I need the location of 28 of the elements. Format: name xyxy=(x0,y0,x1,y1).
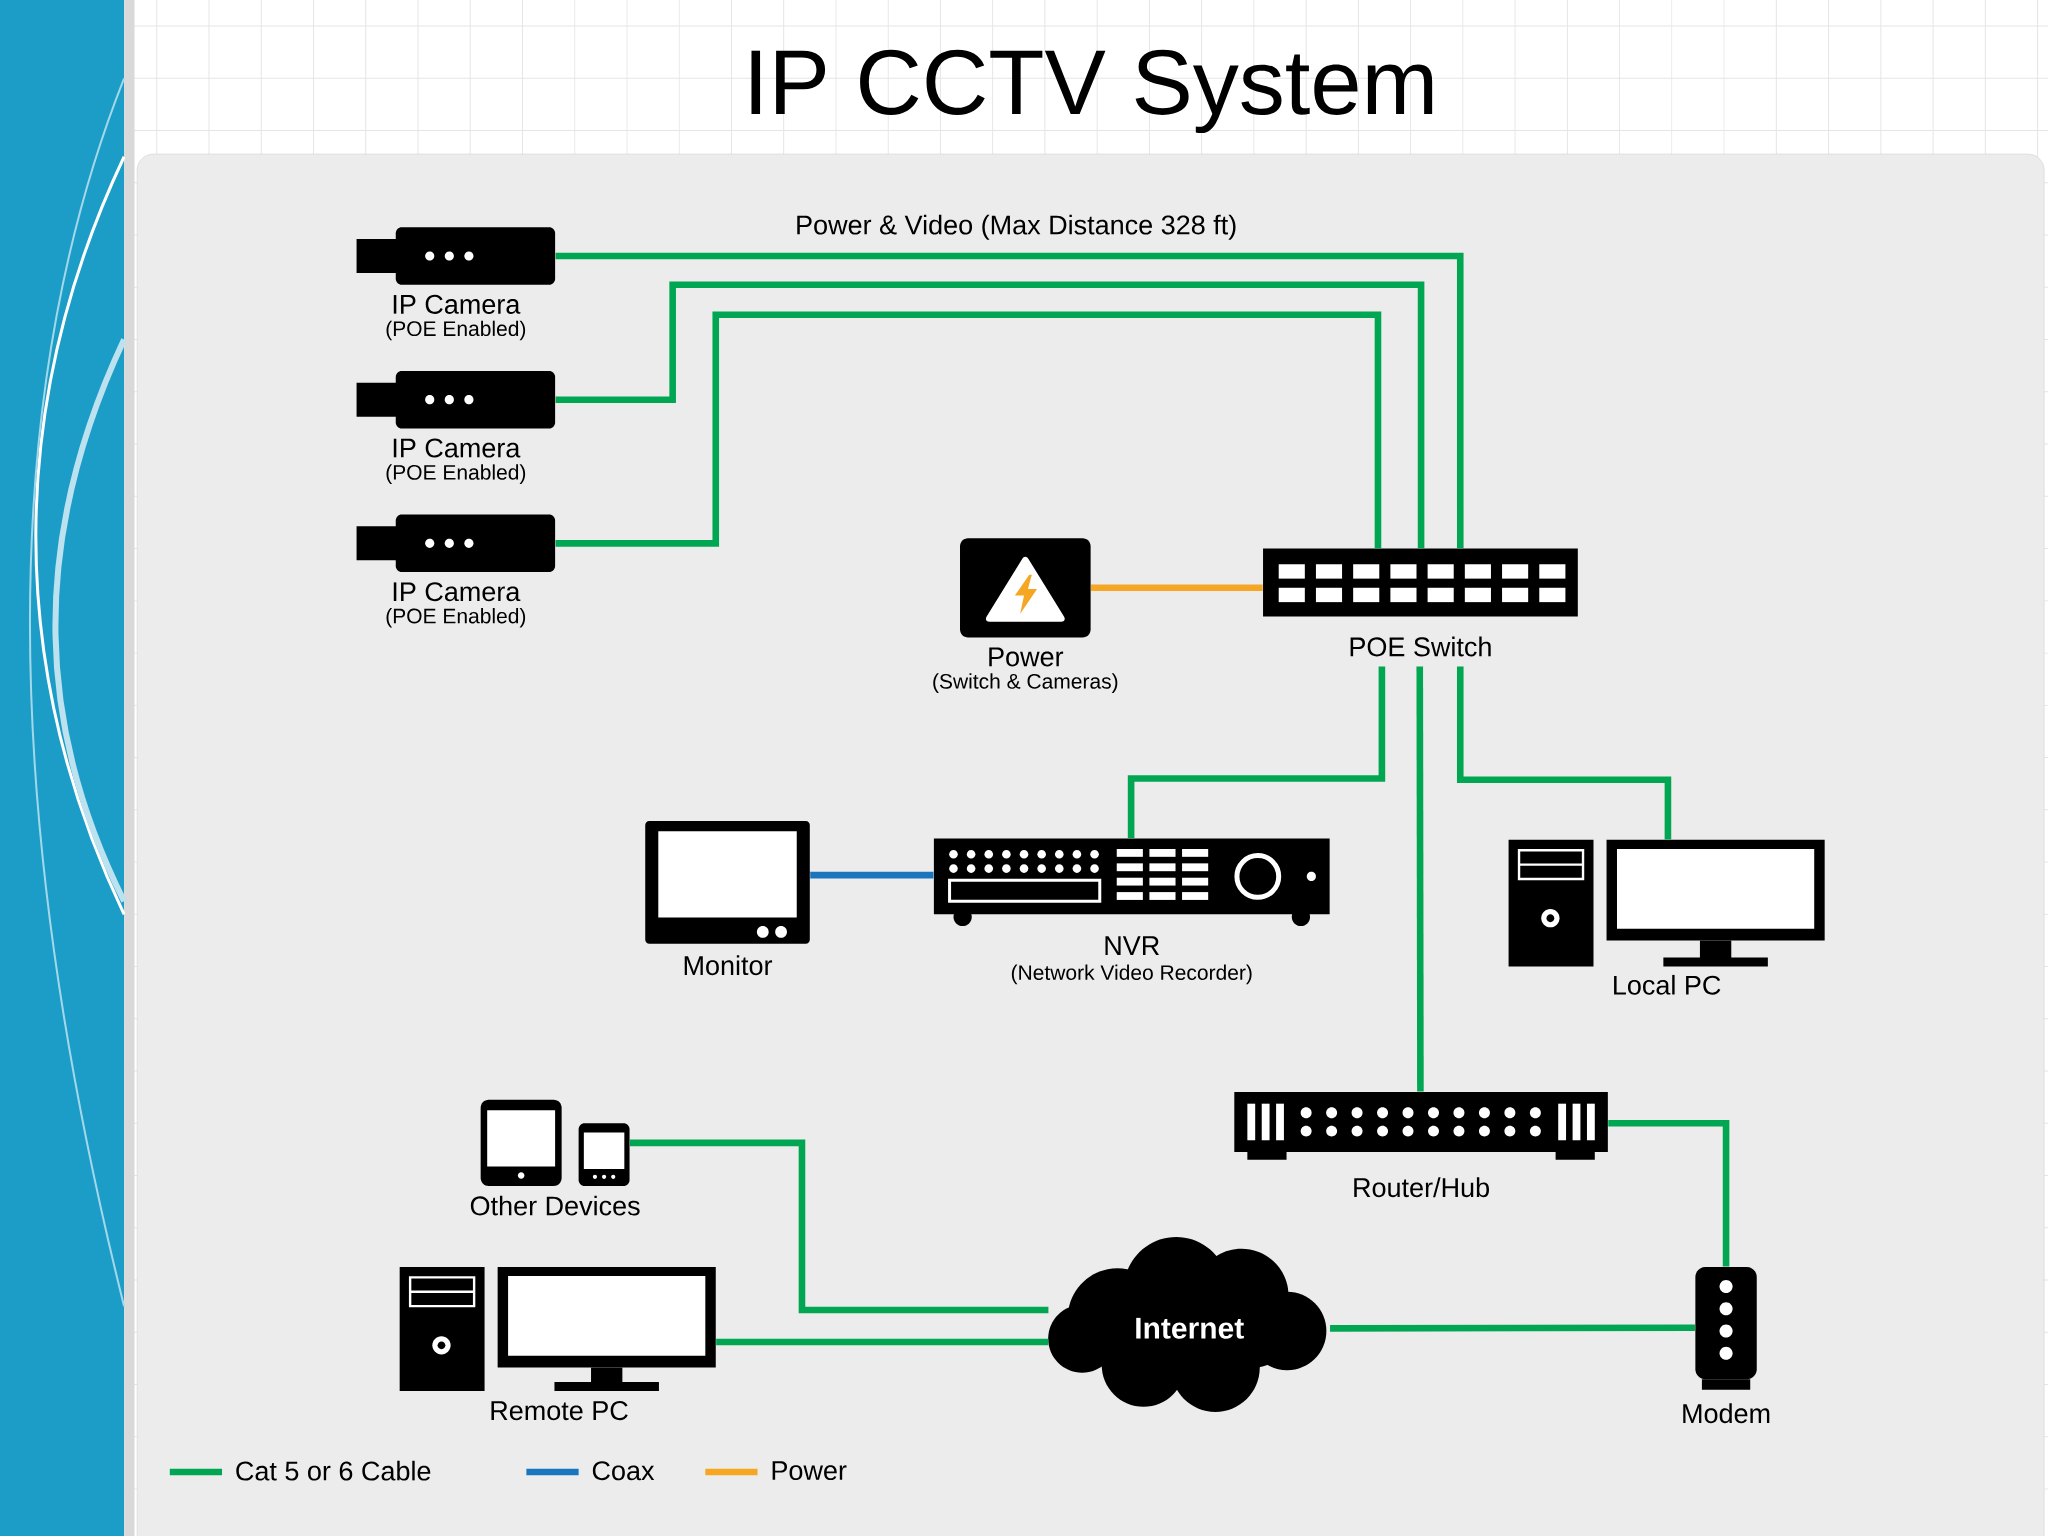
node-label: Other Devices xyxy=(470,1195,640,1216)
node-label: Local PC xyxy=(1614,974,1721,995)
cable-line xyxy=(1456,666,1672,840)
node-label: IP Camera xyxy=(393,582,521,602)
cable-line xyxy=(1127,666,1386,839)
cable-line xyxy=(1416,666,1424,1092)
edge-label: Power & Video (Max Distance 328 ft) xyxy=(793,212,1240,242)
node-label: (Switch & Cameras) xyxy=(933,673,1118,693)
cable-line xyxy=(629,1139,1049,1314)
cable-line xyxy=(555,311,1382,549)
node-label: IP Camera xyxy=(393,438,521,458)
node-label: Modem xyxy=(1683,1403,1770,1424)
node-label: (POE Enabled) xyxy=(386,320,526,341)
node-label: (POE Enabled) xyxy=(386,464,526,484)
title: IP CCTV System xyxy=(751,49,1433,134)
legend-label: Power xyxy=(772,1461,847,1481)
node-label: IP Camera xyxy=(393,294,521,314)
node-label: (Network Video Recorder) xyxy=(1011,964,1252,985)
legend-label: Coax xyxy=(592,1461,655,1481)
node-label: Monitor xyxy=(684,955,773,976)
legend-label: Cat 5 or 6 Cable xyxy=(236,1460,431,1481)
node-label: Power xyxy=(989,647,1064,667)
node-label: NVR xyxy=(1105,936,1160,955)
node-label: Internet xyxy=(1136,1317,1244,1339)
node-label: POE Switch xyxy=(1350,636,1491,657)
node-label: (POE Enabled) xyxy=(386,608,526,628)
node-label: Remote PC xyxy=(491,1401,628,1421)
node-label: Router/Hub xyxy=(1354,1177,1489,1198)
